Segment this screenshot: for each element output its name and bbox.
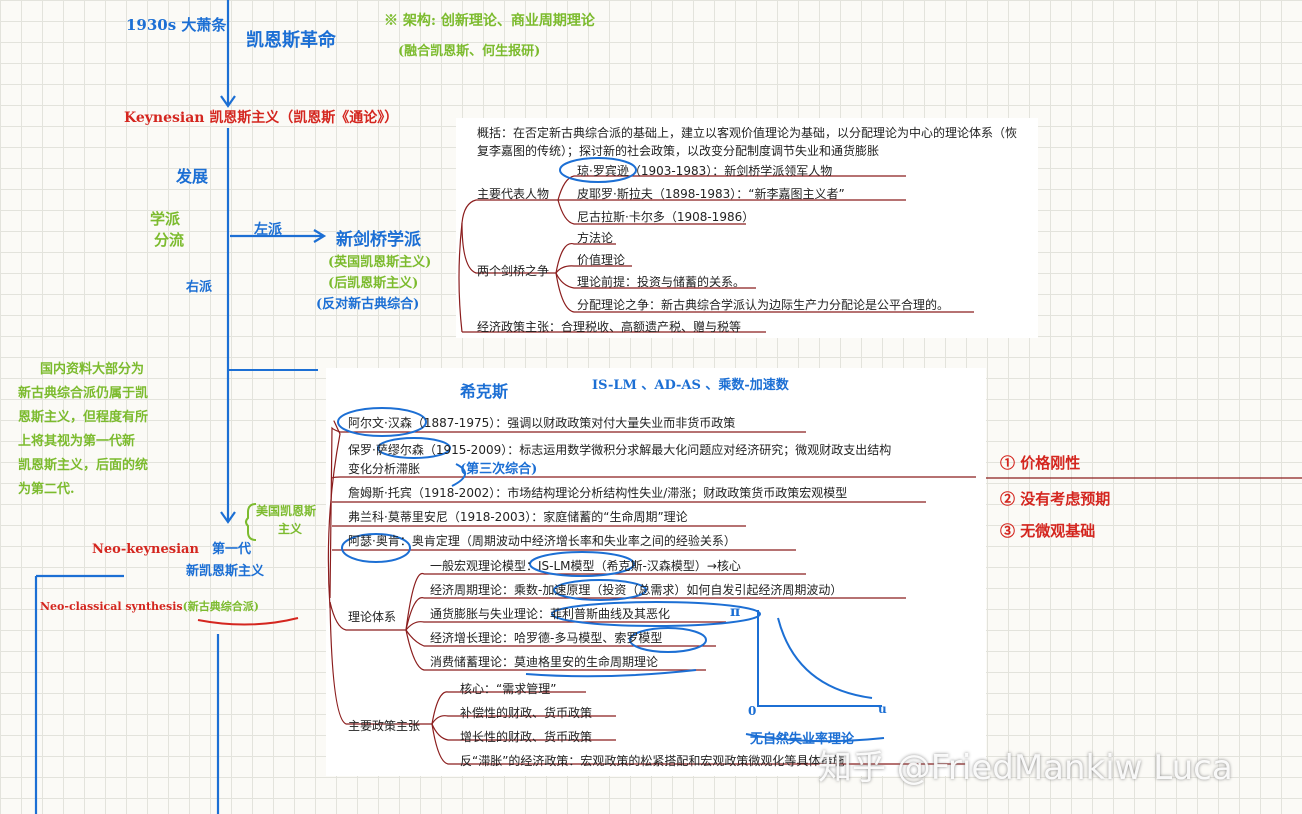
neo-classical-label: Neo-classical synthesis — [40, 600, 183, 613]
green-note-line: 国内资料大部分为 — [40, 362, 145, 377]
new-cambridge-heading: 新剑桥学派 — [336, 230, 421, 250]
theory-business-cycle: 经济周期理论：乘数-加速原理（投资（总需求）如何自发引起经济周期波动） — [430, 583, 843, 597]
note-1930s-crisis: 1930s 大萧条 — [126, 16, 227, 34]
green-note-line: 凯恩斯主义，后面的统 — [18, 458, 149, 473]
reps-label: 主要代表人物 — [477, 187, 550, 201]
rep-sraffa: 皮耶罗·斯拉夫（1898-1983）：“新李嘉图主义者” — [577, 187, 845, 201]
note-first-gen-2: 新凯恩斯主义 — [186, 564, 265, 579]
note-develop: 发展 — [176, 167, 209, 186]
flaw-price-rigidity: ① 价格刚性 — [1000, 454, 1081, 472]
cambridge-summary-line1: 概括：在否定新古典综合派的基础上，建立以客观价值理论为基础，以分配理论为中心的理… — [477, 126, 1018, 140]
flaw-no-expectations: ② 没有考虑预期 — [1000, 490, 1111, 508]
note-split: 分流 — [154, 231, 185, 249]
theory-is-lm: 一般宏观理论模型：IS-LM模型（希克斯-汉森模型）→核心 — [430, 559, 741, 573]
nc-sub-3: (反对新古典综合) — [316, 297, 420, 312]
person-okun: 阿瑟·奥肯：奥肯定理（周期波动中经济增长率和失业率之间的经验关系） — [348, 534, 736, 548]
debate-value-theory: 价值理论 — [577, 253, 626, 267]
note-neo-keynesian: Neo-keynesian — [92, 542, 199, 557]
nc-sub-2: (后凯恩斯主义) — [328, 276, 419, 291]
debate-distribution: 分配理论之争：新古典综合学派认为边际生产力分配论是公平合理的。 — [577, 298, 950, 312]
policy-core: 核心：“需求管理” — [460, 682, 557, 696]
mindmap-branches — [327, 407, 976, 765]
green-note-line: 恩斯主义，但程度有所 — [18, 410, 149, 425]
person-samuelson: 保罗·萨缪尔森（1915-2009）：标志运用数学微积分求解最大化问题应对经济研… — [348, 443, 892, 457]
graph-origin-label: 0 — [748, 704, 757, 718]
note-american-keynes: 美国凯恩斯 — [256, 504, 317, 518]
green-note-line: 上将其视为第一代新 — [18, 434, 136, 449]
debate-methodology: 方法论 — [577, 231, 614, 245]
policy-growth: 增长性的财政、货币政策 — [460, 730, 593, 744]
flaw-no-micro-foundation: ③ 无微观基础 — [1000, 522, 1096, 540]
note-left-wing: 左派 — [254, 222, 282, 238]
keynesian-label: Keynesian 凯恩斯主义（凯恩斯《通论》） — [124, 110, 399, 126]
debate-premise: 理论前提：投资与储蓄的关系。 — [577, 275, 746, 289]
theory-growth: 经济增长理论：哈罗德-多马模型、索罗模型 — [430, 631, 663, 645]
note-no-natural-rate: 无自然失业率理论 — [750, 732, 855, 747]
note-right-wing: 右派 — [186, 280, 213, 295]
green-side-note: 国内资料大部分为 新古典综合派仍属于凯 恩斯主义，但程度有所 上将其视为第一代新… — [18, 358, 148, 502]
policy-label: 主要政策主张 — [348, 719, 421, 733]
note-framework-sub: (融合凯恩斯、何生报研) — [398, 44, 541, 59]
theory-system-label: 理论体系 — [348, 610, 397, 624]
cambridge-summary-line2: 复李嘉图的传统）；探讨新的社会政策，以改变分配制度调节失业和通货膨胀 — [477, 144, 880, 158]
neo-classical-cn: (新古典综合派) — [182, 600, 260, 613]
note-framework: ※ 架构: 创新理论、商业周期理论 — [384, 13, 595, 29]
person-samuelson-cont: 变化分析滞胀 — [348, 462, 421, 476]
person-hansen: 阿尔文·汉森（1887-1975）：强调以财政政策对付大量失业而非货币政策 — [348, 416, 736, 430]
mindmap-branches — [458, 157, 974, 333]
person-tobin: 詹姆斯·托宾（1918-2002）：市场结构理论分析结构性失业/滞涨；财政政策货… — [348, 486, 848, 500]
theory-phillips: 通货膨胀与失业理论：菲利普斯曲线及其恶化 — [430, 607, 671, 621]
nc-sub-1: (英国凯恩斯主义) — [328, 255, 432, 270]
note-first-gen: 第一代 — [212, 542, 252, 557]
person-modigliani: 弗兰科·莫蒂里安尼（1918-2003）：家庭储蓄的“生命周期”理论 — [348, 510, 688, 524]
theory-consumption: 消费储蓄理论：莫迪格里安的生命周期理论 — [430, 655, 659, 669]
neo-classical-heading: Neo-classical synthesis(新古典综合派) — [40, 595, 259, 614]
rep-kaldor: 尼古拉斯·卡尔多（1908-1986） — [577, 210, 755, 224]
zhihu-watermark: 知乎 @FriedMankiw Luca — [818, 748, 1233, 788]
graph-y-label: π — [730, 604, 741, 620]
synthesis-card: 希克斯 IS-LM 、AD-AS 、乘数-加速数 阿尔文·汉森（1887-197… — [326, 368, 986, 776]
graph-x-label: u — [878, 702, 887, 716]
debate-label: 两个剑桥之争 — [477, 264, 550, 278]
note-american-keynes-2: 主义 — [278, 522, 303, 536]
rep-joan-robinson: 琼·罗宾逊（1903-1983）：新剑桥学派领军人物 — [577, 164, 833, 178]
policy-compensatory: 补偿性的财政、货币政策 — [460, 706, 593, 720]
keynesianism-heading: Keynesian 凯恩斯主义（凯恩斯《通论》） — [124, 107, 398, 127]
note-school: 学派 — [150, 210, 181, 228]
policy-anti-stagflation: 反“滞胀”的经济政策：宏观政策的松紧搭配和宏观政策微观化等具体措施 — [460, 754, 845, 768]
note-third-synthesis: (第三次综合) — [460, 462, 538, 477]
green-note-line: 新古典综合派仍属于凯 — [18, 386, 149, 401]
green-note-line: 为第二代. — [18, 482, 75, 497]
note-keynes-revolution: 凯恩斯革命 — [246, 30, 336, 51]
new-cambridge-card: 概括：在否定新古典综合派的基础上，建立以客观价值理论为基础，以分配理论为中心的理… — [456, 118, 1038, 338]
cambridge-policy: 经济政策主张：合理税收、高额遗产税、赠与税等 — [477, 320, 742, 334]
hicks-label: 希克斯 — [460, 382, 509, 401]
hicks-models: IS-LM 、AD-AS 、乘数-加速数 — [592, 378, 789, 393]
